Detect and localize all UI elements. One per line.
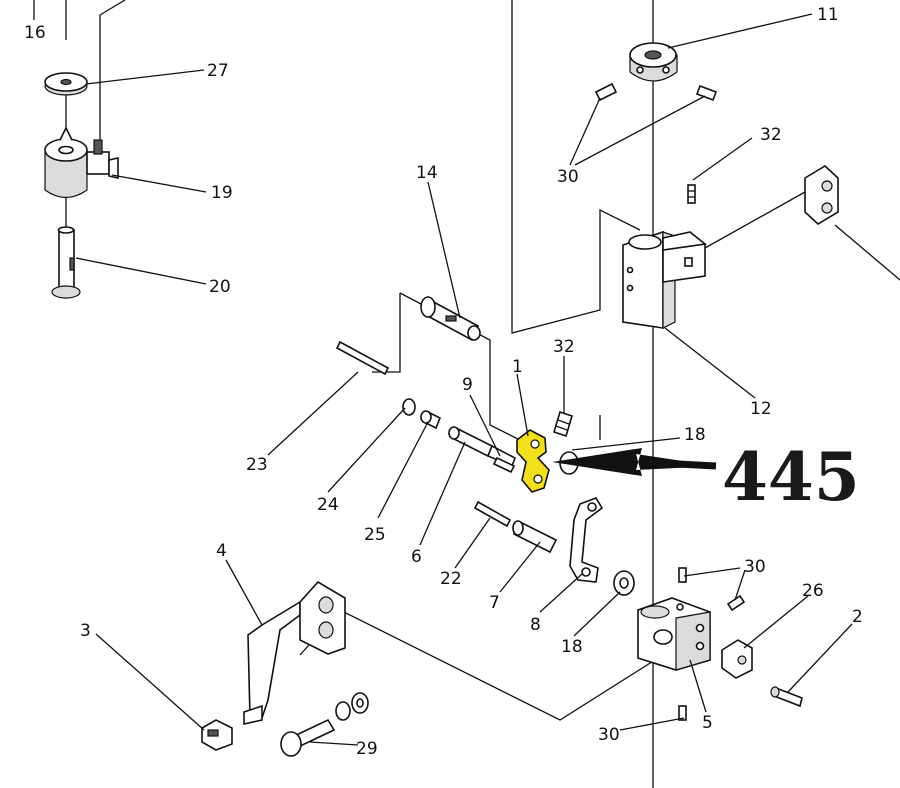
- label-16: 16: [24, 23, 46, 43]
- label-11: 11: [817, 5, 839, 25]
- part-29-screw: [280, 692, 369, 757]
- left-rod-top: [99, 0, 126, 16]
- label-22: 22: [440, 569, 462, 589]
- frame-outline-pin: [372, 293, 401, 373]
- label-26: 26: [802, 581, 824, 601]
- leader-lines: [33, 0, 853, 746]
- part-23-pin: [335, 340, 390, 376]
- frame-outline-upper: [511, 0, 641, 334]
- part-3-block: [201, 719, 233, 751]
- part-25-bushing: [420, 410, 442, 430]
- label-9: 9: [462, 375, 473, 395]
- label-8: 8: [530, 615, 541, 635]
- part-11-set-collar: [629, 42, 678, 82]
- label-6: 6: [411, 547, 422, 567]
- label-18-lower: 18: [561, 637, 583, 657]
- part-32-screw-upper: [687, 184, 696, 204]
- label-25: 25: [364, 525, 386, 545]
- part-22-pin: [473, 500, 512, 528]
- part-14-shaft: [420, 296, 481, 342]
- part-27-washer: [44, 72, 88, 96]
- label-5: 5: [702, 713, 713, 733]
- part-18-washer-lower: [613, 570, 635, 596]
- label-20: 20: [209, 277, 231, 297]
- part-7-shaft: [512, 520, 558, 554]
- part-2-pin: [770, 686, 803, 708]
- highlighted-part-fill: [516, 429, 550, 493]
- part-32-screw-lower: [553, 410, 573, 438]
- callout-number: 445: [722, 438, 860, 516]
- label-2: 2: [852, 607, 863, 627]
- label-24: 24: [317, 495, 339, 515]
- part-20-pin: [51, 226, 81, 299]
- label-30-bottom: 30: [598, 725, 620, 745]
- label-1: 1: [512, 357, 523, 377]
- part-12-bracket: [622, 230, 707, 329]
- label-27: 27: [207, 61, 229, 81]
- part-8-link: [569, 497, 604, 583]
- part-5-bracket: [637, 597, 711, 671]
- arrow-shaft: [639, 458, 717, 470]
- label-23: 23: [246, 455, 268, 475]
- frame-outline-far-right: [834, 224, 900, 281]
- label-32-lower: 32: [553, 337, 575, 357]
- label-19: 19: [211, 183, 233, 203]
- part-26-clamp: [721, 639, 753, 679]
- part-1-lever-highlighted: [516, 429, 550, 493]
- label-4: 4: [216, 541, 227, 561]
- part-4-frame: [243, 580, 346, 725]
- label-29: 29: [356, 739, 378, 759]
- part-19-collar: [44, 126, 119, 199]
- part-9-pin: [492, 456, 516, 474]
- part-24-ring: [402, 398, 416, 416]
- label-30-right: 30: [744, 557, 766, 577]
- label-12: 12: [750, 399, 772, 419]
- label-18-upper: 18: [684, 425, 706, 445]
- arrow-head: [552, 448, 716, 476]
- frame-outline-mid: [399, 292, 521, 441]
- label-30-top: 30: [557, 167, 579, 187]
- label-7: 7: [489, 593, 500, 613]
- callout-arrow: [552, 448, 717, 476]
- label-3: 3: [80, 621, 91, 641]
- part-labels: 16 27 19 20 11 30 32 12 14 9 1 32 18 23 …: [24, 5, 863, 759]
- label-14: 14: [416, 163, 438, 183]
- label-32-top: 32: [760, 125, 782, 145]
- part-30-screws-top: [594, 82, 718, 102]
- part-clamp-right: [804, 165, 839, 225]
